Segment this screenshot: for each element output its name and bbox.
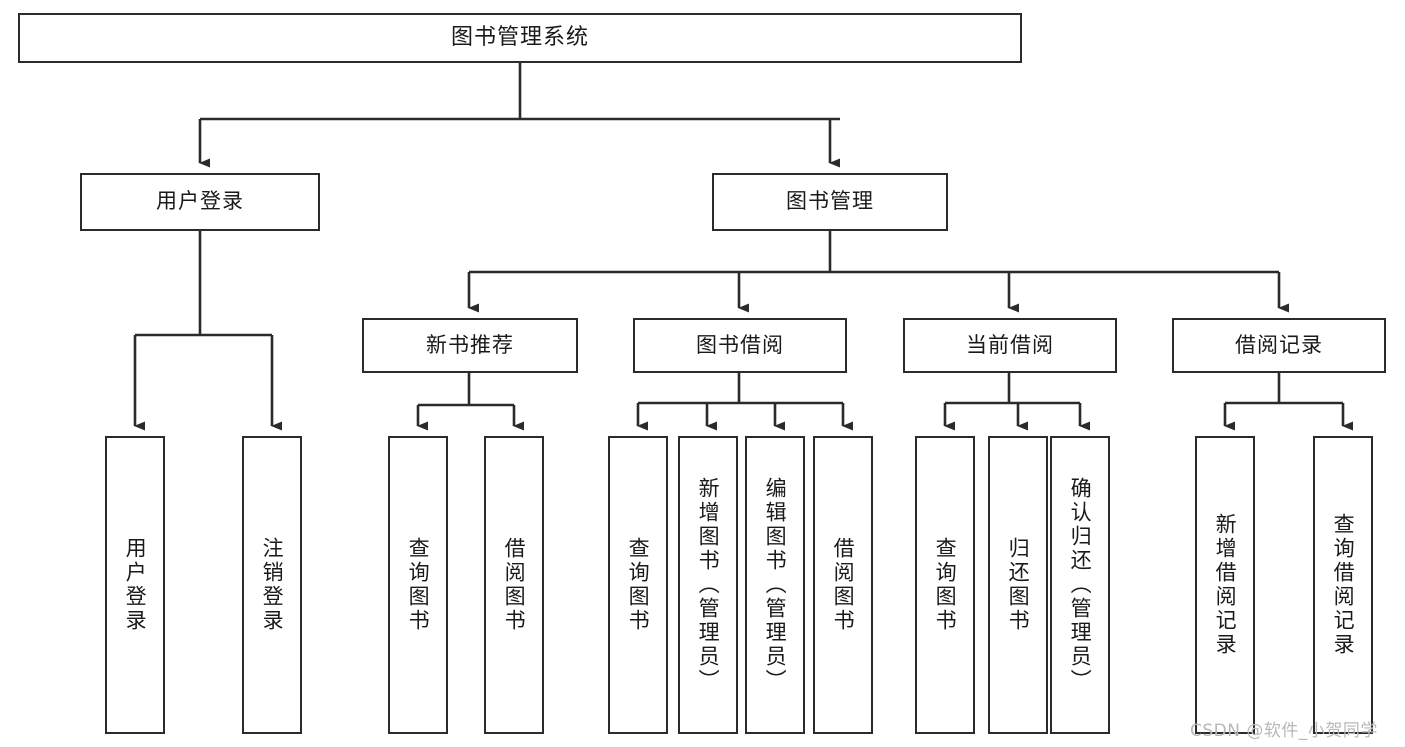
- node-book-borrow-label: 图书借阅: [696, 332, 784, 357]
- csdn-watermark: CSDN @软件_小贺同学: [1190, 721, 1378, 741]
- node-borrow-record-label: 借阅记录: [1235, 332, 1323, 357]
- node-current-borrow[interactable]: 当前借阅: [903, 318, 1117, 373]
- node-leaf[interactable]: 注销登录: [242, 436, 302, 734]
- node-book-management[interactable]: 图书管理: [712, 173, 948, 231]
- node-leaf[interactable]: 新增图书（管理员）: [678, 436, 738, 734]
- node-leaf-label: 新增图书（管理员）: [696, 477, 721, 693]
- node-leaf-label: 注销登录: [260, 537, 285, 633]
- node-leaf-label: 用户登录: [123, 537, 148, 633]
- node-leaf[interactable]: 借阅图书: [484, 436, 544, 734]
- node-leaf[interactable]: 借阅图书: [813, 436, 873, 734]
- node-leaf[interactable]: 查询图书: [915, 436, 975, 734]
- node-leaf[interactable]: 编辑图书（管理员）: [745, 436, 805, 734]
- node-leaf[interactable]: 新增借阅记录: [1195, 436, 1255, 734]
- node-leaf-label: 借阅图书: [831, 537, 856, 633]
- node-leaf-label: 确认归还（管理员）: [1068, 477, 1093, 693]
- node-leaf[interactable]: 用户登录: [105, 436, 165, 734]
- node-book-borrow[interactable]: 图书借阅: [633, 318, 847, 373]
- node-root-label: 图书管理系统: [450, 24, 589, 50]
- node-current-borrow-label: 当前借阅: [966, 332, 1054, 357]
- node-leaf-label: 查询图书: [933, 537, 958, 633]
- node-leaf-label: 编辑图书（管理员）: [763, 477, 788, 693]
- node-leaf[interactable]: 查询借阅记录: [1313, 436, 1373, 734]
- node-book-management-label: 图书管理: [786, 189, 874, 214]
- node-root-system[interactable]: 图书管理系统: [18, 13, 1022, 63]
- node-leaf-label: 借阅图书: [502, 537, 527, 633]
- node-leaf-label: 新增借阅记录: [1213, 513, 1238, 657]
- node-leaf-label: 查询图书: [626, 537, 651, 633]
- node-leaf-label: 查询图书: [406, 537, 431, 633]
- node-leaf-label: 查询借阅记录: [1331, 513, 1356, 657]
- node-leaf-label: 归还图书: [1006, 537, 1031, 633]
- node-user-login[interactable]: 用户登录: [80, 173, 320, 231]
- node-leaf[interactable]: 确认归还（管理员）: [1050, 436, 1110, 734]
- node-new-book-recommend-label: 新书推荐: [426, 332, 514, 357]
- node-user-login-label: 用户登录: [156, 189, 244, 214]
- node-leaf[interactable]: 归还图书: [988, 436, 1048, 734]
- node-leaf[interactable]: 查询图书: [608, 436, 668, 734]
- node-leaf[interactable]: 查询图书: [388, 436, 448, 734]
- node-new-book-recommend[interactable]: 新书推荐: [362, 318, 578, 373]
- node-borrow-record[interactable]: 借阅记录: [1172, 318, 1386, 373]
